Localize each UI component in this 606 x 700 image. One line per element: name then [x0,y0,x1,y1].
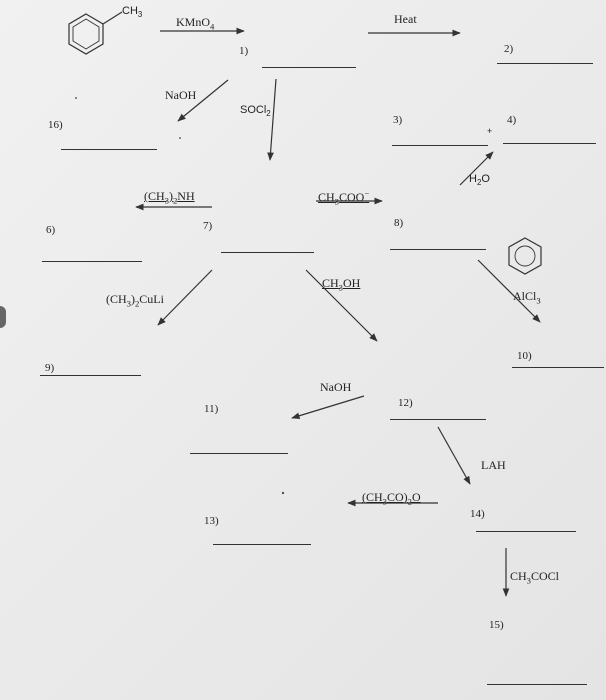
answer-blank-15[interactable] [487,684,587,685]
reagent-acetyl-chloride: CH3COCl [510,569,559,586]
reagent-acetate: CH3COO− [318,188,370,207]
reagent-lah: LAH [481,458,506,472]
plus-sign: + [487,126,493,136]
reagent-methanol: CH3OH [322,276,361,293]
benzene-structure [508,237,542,275]
reagent-socl2: SOCl2 [240,104,271,119]
reagent-dimethylamine: (CH3)2NH [144,189,195,206]
reagent-kmno4: KMnO4 [176,15,215,32]
label-3: 3) [393,114,403,126]
reagent-cuprate: (CH3)2CuLi [106,292,164,309]
answer-blank-11[interactable] [190,453,288,454]
label-2: 2) [504,43,514,55]
label-13: 13) [204,515,219,527]
arrow-cuprate [157,269,213,326]
answer-blank-8[interactable] [390,249,486,250]
label-12: 12) [398,397,413,409]
label-7: 7) [203,220,213,232]
answer-blank-2[interactable] [497,63,593,64]
answer-blank-9[interactable] [40,375,141,376]
label-15: 15) [489,619,504,631]
label-16: 16) [48,119,63,131]
toluene-methyl-label: CH3 [122,5,143,20]
answer-blank-10[interactable] [512,367,604,368]
answer-blank-14[interactable] [476,531,576,532]
reagent-h2o: H2O [469,173,490,188]
reagent-acetic-anhydride: (CH3CO)2O [362,490,421,507]
label-9: 9) [45,362,55,374]
label-8: 8) [394,217,404,229]
label-10: 10) [517,350,532,362]
page-edge-tab [0,306,6,328]
answer-blank-7[interactable] [221,252,314,253]
reagent-alcl3: AlCl3 [513,289,541,306]
toluene-structure [68,11,123,55]
label-14: 14) [470,508,485,520]
arrow-alcl3 [477,259,541,323]
reagent-heat: Heat [394,12,417,26]
arrow-naoh-2 [291,395,365,420]
answer-blank-6[interactable] [42,261,142,262]
answer-blank-16[interactable] [61,149,157,150]
label-1: 1) [239,45,249,57]
answer-blank-4[interactable] [503,143,596,144]
arrow-methanol [305,269,378,342]
label-6: 6) [46,224,56,236]
answer-blank-3[interactable] [392,145,488,146]
reagent-naoh-2: NaOH [320,380,352,394]
answer-blank-12[interactable] [390,419,486,420]
reagent-naoh: NaOH [165,88,197,102]
arrow-h2o [459,151,494,186]
answer-blank-13[interactable] [213,544,311,545]
answer-blank-1[interactable] [262,67,356,68]
label-4: 4) [507,114,517,126]
arrow-socl2 [267,78,277,161]
arrow-lah [437,426,471,485]
arrow-naoh [177,79,229,122]
label-11: 11) [204,403,219,415]
